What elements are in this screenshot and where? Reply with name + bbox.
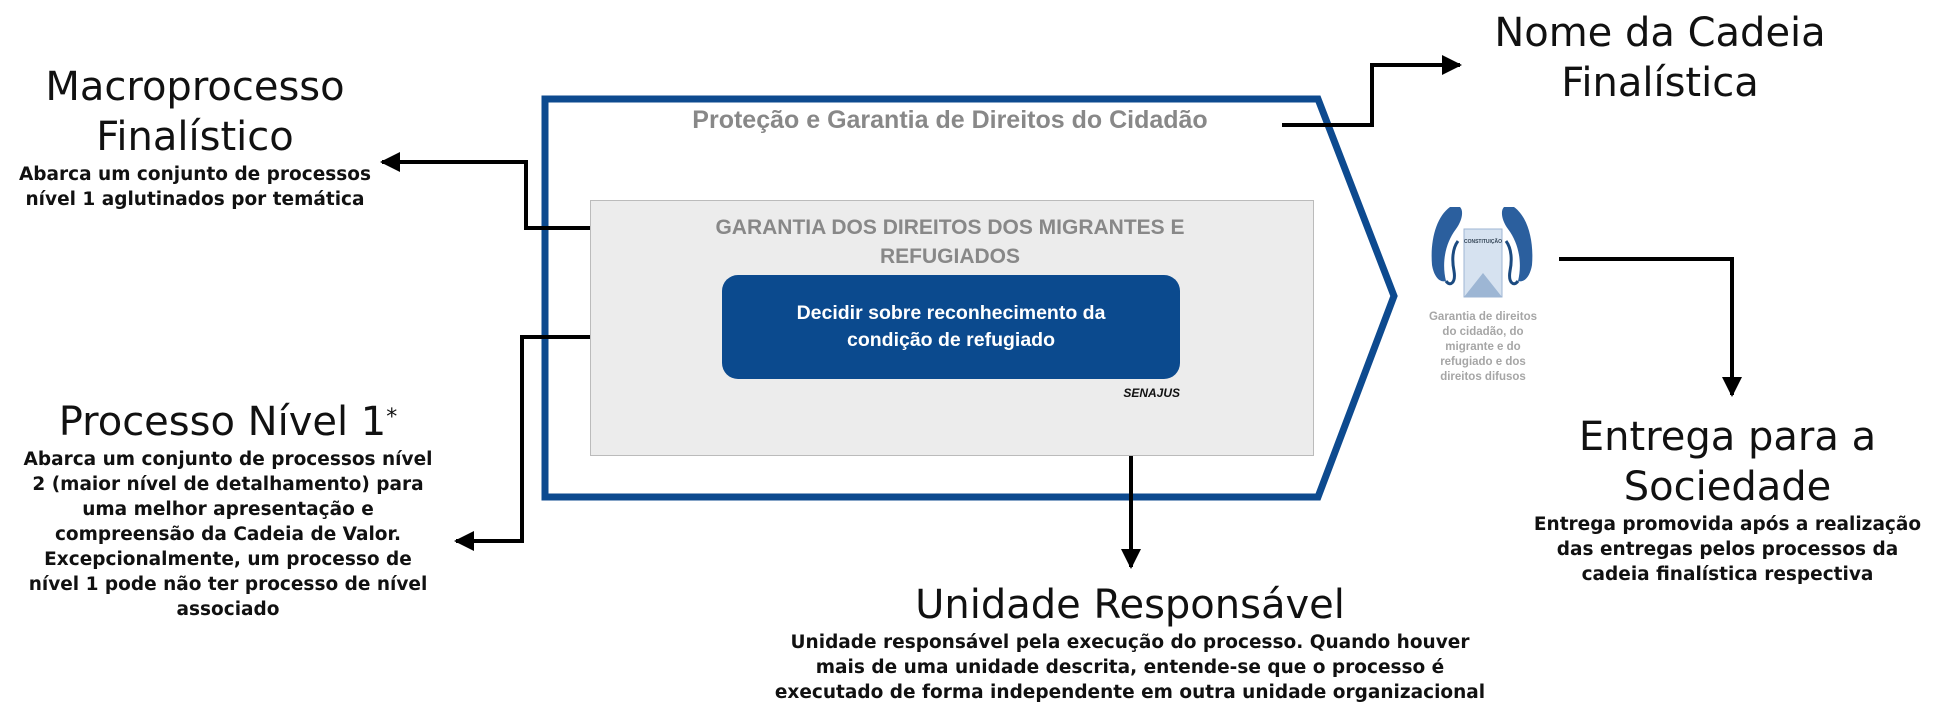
hands-holding-constitution-icon: CONSTITUIÇÃO [1431, 207, 1533, 298]
delivery-line: refugiado e dos [1440, 356, 1526, 368]
callout-unidade: Unidade Responsável Unidade responsável … [770, 580, 1490, 705]
process-line1: Decidir sobre reconhecimento da [796, 302, 1106, 324]
callout-entrega-desc-line: das entregas pelos processos da [1556, 539, 1899, 560]
delivery-line: do cidadão, do [1442, 326, 1524, 338]
arrow-chain-name [1282, 55, 1462, 127]
callout-processo-title-sup: * [386, 405, 398, 430]
callout-macro-title-line2: Finalístico [96, 114, 294, 160]
callout-nome-cadeia: Nome da Cadeia Finalística [1460, 8, 1860, 108]
callout-processo-title: Processo Nível 1* [8, 397, 448, 447]
callout-processo-desc-line: Excepcionalmente, um processo de [44, 549, 412, 570]
callout-unidade-desc-line: Unidade responsável pela execução do pro… [790, 632, 1470, 653]
delivery-text: Garantia de direitos do cidadão, do migr… [1418, 310, 1548, 385]
callout-processo-desc-line: nível 1 pode não ter processo de nível [28, 574, 428, 595]
process-line2: condição de refugiado [846, 329, 1056, 351]
callout-entrega: Entrega para a Sociedade Entrega promovi… [1525, 412, 1930, 587]
arrow-delivery [1559, 257, 1742, 397]
constitution-label: CONSTITUIÇÃO [1464, 238, 1502, 245]
chain-title: Proteção e Garantia de Direitos do Cidad… [692, 106, 1208, 134]
callout-entrega-title-line1: Entrega para a [1578, 414, 1877, 460]
callout-entrega-desc-line: cadeia finalística respectiva [1581, 564, 1874, 585]
macroprocess-title-line2: REFUGIADOS [879, 245, 1020, 268]
macroprocess-title: GARANTIA DOS DIREITOS DOS MIGRANTES E RE… [640, 213, 1260, 271]
callout-processo-desc-line: Abarca um conjunto de processos nível [23, 449, 433, 470]
callout-processo-desc-line: compreensão da Cadeia de Valor. [54, 524, 402, 545]
delivery-line: Garantia de direitos [1428, 311, 1537, 323]
callout-processo-desc-line: uma melhor apresentação e [82, 499, 374, 520]
callout-processo-nivel-1: Processo Nível 1* Abarca um conjunto de … [8, 397, 448, 622]
callout-macro-title-line1: Macroprocesso [45, 64, 345, 110]
callout-processo-desc-line: 2 (maior nível de detalhamento) para [32, 474, 424, 495]
responsible-unit: SENAJUS [1123, 386, 1180, 400]
delivery-line: migrante e do [1445, 341, 1521, 353]
callout-cadeia-title-line2: Finalística [1561, 60, 1759, 106]
callout-unidade-desc-line: executado de forma independente em outra… [774, 682, 1486, 703]
callout-processo-title-text: Processo Nível 1 [58, 399, 387, 445]
callout-processo-desc-line: associado [176, 599, 280, 620]
callout-macro-desc-line2: nível 1 aglutinados por temática [25, 189, 365, 210]
process-box: Decidir sobre reconhecimento da condição… [722, 275, 1180, 379]
callout-entrega-title-line2: Sociedade [1623, 464, 1832, 510]
callout-macroprocesso: Macroprocesso Finalístico Abarca um conj… [0, 62, 390, 212]
callout-unidade-title: Unidade Responsável [915, 582, 1345, 628]
value-chain-shape [541, 95, 1398, 501]
callout-unidade-desc-line: mais de uma unidade descrita, entende-se… [815, 657, 1445, 678]
delivery-line: direitos difusos [1440, 371, 1526, 383]
callout-cadeia-title-line1: Nome da Cadeia [1494, 10, 1826, 56]
callout-macro-desc-line1: Abarca um conjunto de processos [18, 164, 372, 185]
callout-entrega-desc-line: Entrega promovida após a realização [1533, 514, 1922, 535]
macroprocess-title-line1: GARANTIA DOS DIREITOS DOS MIGRANTES E [715, 216, 1185, 239]
